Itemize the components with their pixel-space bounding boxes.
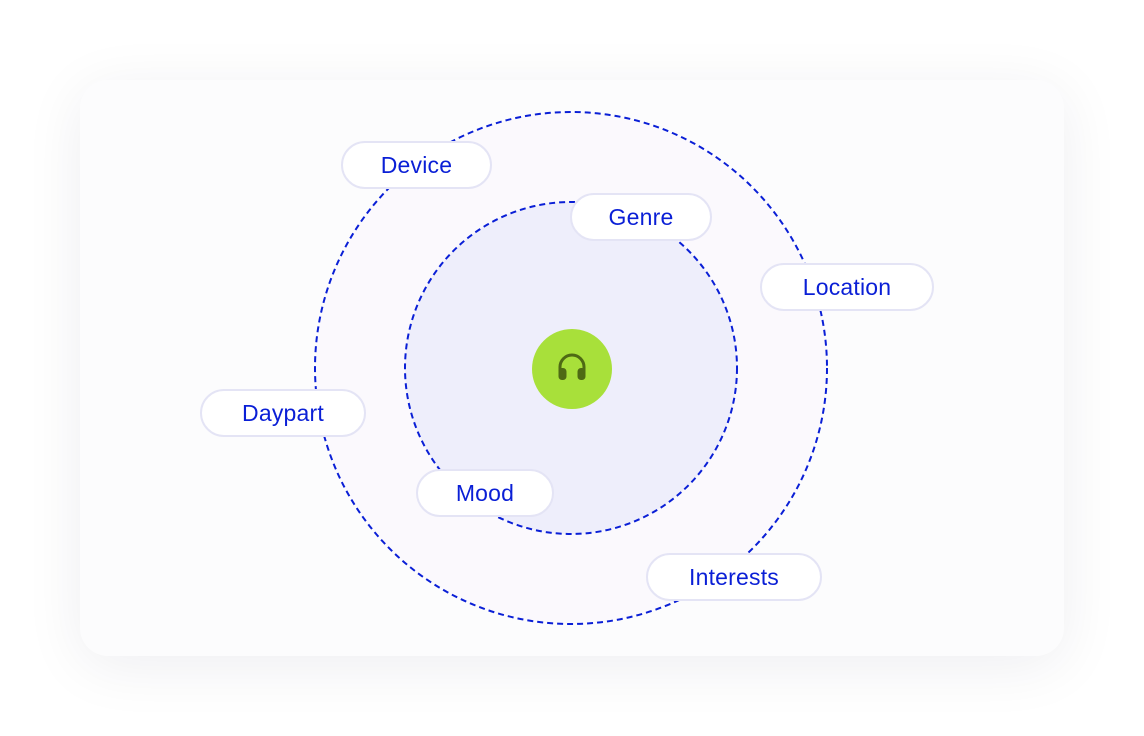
target-pill-location: Location — [760, 263, 934, 311]
target-pill-interests: Interests — [646, 553, 822, 601]
target-label-daypart: Daypart — [242, 399, 324, 426]
target-pill-device: Device — [341, 141, 492, 189]
target-label-mood: Mood — [455, 479, 515, 506]
target-label-interests: Interests — [688, 563, 779, 590]
center-hub — [532, 329, 612, 409]
target-label-genre: Genre — [608, 203, 674, 230]
headphones-icon — [554, 349, 590, 390]
target-label-location: Location — [802, 273, 892, 300]
target-pill-mood: Mood — [416, 469, 554, 517]
target-label-device: Device — [380, 151, 453, 178]
target-pill-genre: Genre — [570, 193, 712, 241]
target-pill-daypart: Daypart — [200, 389, 366, 437]
